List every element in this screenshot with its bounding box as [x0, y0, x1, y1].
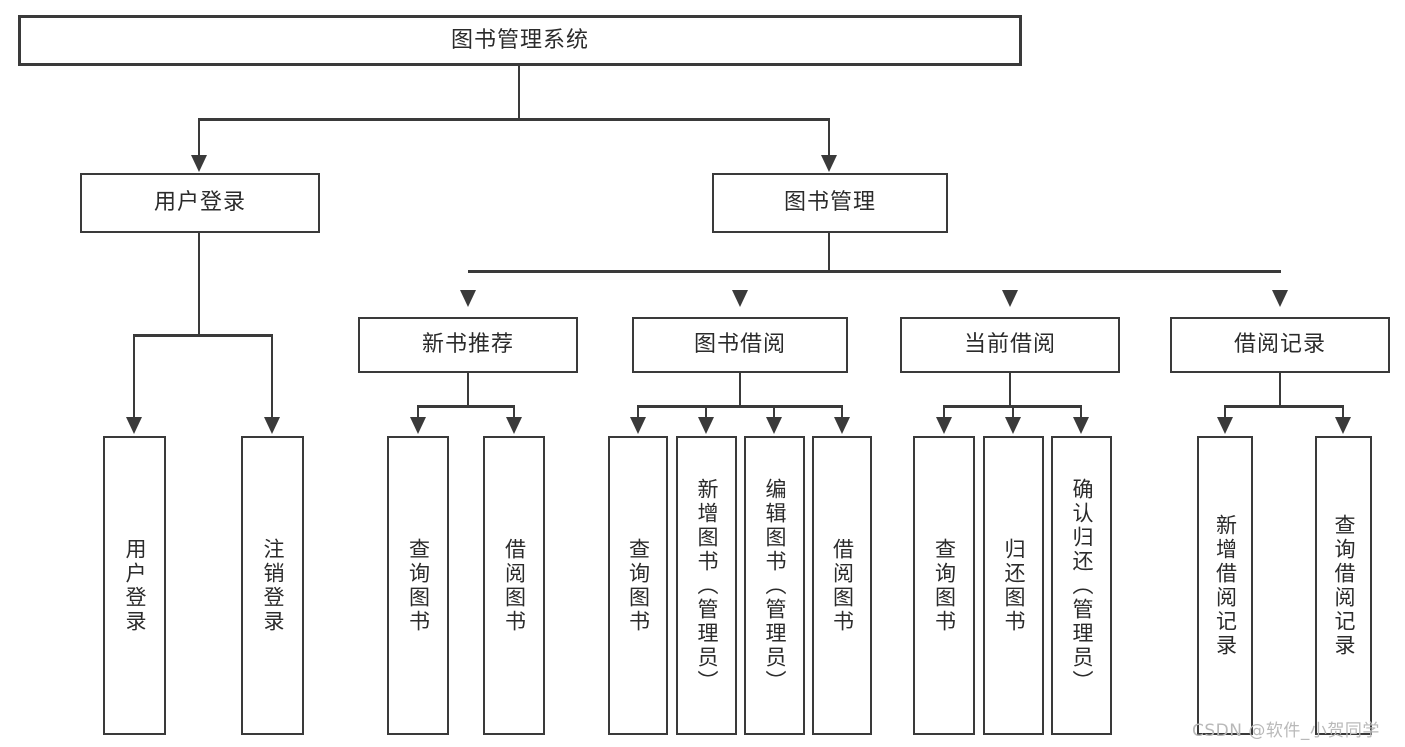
node-leaf-edit-book-admin-label: 编辑图书（管理员）	[763, 477, 787, 694]
connector-new-book-stem	[466, 373, 470, 405]
node-leaf-edit-book-admin[interactable]: 编辑图书（管理员）	[744, 436, 805, 735]
arrow-query-book-2-icon	[630, 417, 646, 434]
node-new-book-recommend-label: 新书推荐	[421, 332, 514, 358]
connector-drop-query-book-1	[416, 405, 420, 419]
node-leaf-borrow-book-1[interactable]: 借阅图书	[483, 436, 545, 735]
arrow-add-book-icon	[698, 417, 714, 434]
arrow-add-record-icon	[1217, 417, 1233, 434]
connector-drop-add-book	[704, 405, 708, 419]
connector-new-book-bus	[418, 405, 515, 408]
node-leaf-user-login-label: 用户登录	[123, 537, 147, 634]
connector-drop-book-manage	[827, 118, 831, 157]
node-root-system-label: 图书管理系统	[450, 27, 589, 53]
connector-current-borrow-bus	[944, 405, 1082, 408]
connector-root-bus	[199, 118, 830, 121]
connector-drop-query-record	[1341, 405, 1345, 419]
arrow-book-manage-icon	[821, 155, 837, 172]
node-book-manage-label: 图书管理	[783, 190, 876, 216]
arrow-current-borrow-icon	[1002, 290, 1018, 307]
node-leaf-confirm-return-admin[interactable]: 确认归还（管理员）	[1051, 436, 1112, 735]
node-leaf-query-borrow-record[interactable]: 查询借阅记录	[1315, 436, 1372, 735]
node-book-manage[interactable]: 图书管理	[712, 173, 948, 233]
arrow-new-book-recommend-icon	[460, 290, 476, 307]
connector-book-borrow-bus	[638, 405, 843, 408]
connector-drop-query-book-3	[942, 405, 946, 419]
connector-book-manage-bus	[468, 270, 1281, 273]
node-leaf-query-book-1-label: 查询图书	[406, 537, 431, 634]
connector-drop-return-book	[1011, 405, 1015, 419]
node-borrow-record[interactable]: 借阅记录	[1170, 317, 1390, 373]
connector-drop-edit-book	[772, 405, 776, 419]
node-leaf-logout-login[interactable]: 注销登录	[241, 436, 304, 735]
node-current-borrow-label: 当前借阅	[963, 332, 1056, 358]
node-leaf-add-borrow-record-label: 新增借阅记录	[1213, 513, 1238, 658]
node-leaf-confirm-return-admin-label: 确认归还（管理员）	[1070, 477, 1094, 694]
connector-user-login-bus	[134, 334, 273, 337]
node-root-system[interactable]: 图书管理系统	[18, 15, 1022, 66]
connector-drop-borrow-book-1	[512, 405, 516, 419]
arrow-user-login-icon	[191, 155, 207, 172]
arrow-book-borrow-icon	[732, 290, 748, 307]
connector-drop-leaf-logout	[270, 334, 274, 419]
connector-drop-borrow-book-2	[840, 405, 844, 419]
connector-book-borrow-stem	[738, 373, 742, 405]
connector-user-login-stem	[197, 233, 201, 334]
connector-drop-user-login	[197, 118, 201, 157]
node-book-borrow-label: 图书借阅	[693, 332, 786, 358]
arrow-borrow-book-1-icon	[506, 417, 522, 434]
arrow-leaf-logout-icon	[264, 417, 280, 434]
node-leaf-query-book-2[interactable]: 查询图书	[608, 436, 668, 735]
node-user-login-label: 用户登录	[153, 190, 246, 216]
arrow-leaf-user-login-icon	[126, 417, 142, 434]
node-borrow-record-label: 借阅记录	[1233, 332, 1326, 358]
connector-current-borrow-stem	[1008, 373, 1012, 405]
node-leaf-query-book-1[interactable]: 查询图书	[387, 436, 449, 735]
connector-book-manage-stem	[827, 233, 831, 270]
arrow-return-book-icon	[1005, 417, 1021, 434]
node-leaf-logout-login-label: 注销登录	[261, 537, 285, 634]
node-user-login[interactable]: 用户登录	[80, 173, 320, 233]
arrow-borrow-book-2-icon	[834, 417, 850, 434]
arrow-query-record-icon	[1335, 417, 1351, 434]
node-leaf-query-book-2-label: 查询图书	[626, 537, 651, 634]
node-leaf-return-book[interactable]: 归还图书	[983, 436, 1044, 735]
arrow-query-book-3-icon	[936, 417, 952, 434]
node-leaf-add-book-admin-label: 新增图书（管理员）	[695, 477, 719, 694]
arrow-edit-book-icon	[766, 417, 782, 434]
node-leaf-user-login[interactable]: 用户登录	[103, 436, 166, 735]
node-leaf-query-book-3[interactable]: 查询图书	[913, 436, 975, 735]
connector-drop-leaf-user-login	[132, 334, 136, 419]
connector-drop-add-record	[1223, 405, 1227, 419]
node-leaf-add-borrow-record[interactable]: 新增借阅记录	[1197, 436, 1253, 735]
connector-root-stem	[517, 66, 521, 118]
arrow-confirm-return-icon	[1073, 417, 1089, 434]
connector-borrow-record-bus	[1225, 405, 1344, 408]
connector-borrow-record-stem	[1278, 373, 1282, 405]
arrow-borrow-record-icon	[1272, 290, 1288, 307]
node-current-borrow[interactable]: 当前借阅	[900, 317, 1120, 373]
node-new-book-recommend[interactable]: 新书推荐	[358, 317, 578, 373]
node-leaf-borrow-book-2[interactable]: 借阅图书	[812, 436, 872, 735]
node-leaf-query-borrow-record-label: 查询借阅记录	[1332, 513, 1356, 658]
node-book-borrow[interactable]: 图书借阅	[632, 317, 848, 373]
connector-drop-query-book-2	[636, 405, 640, 419]
node-leaf-borrow-book-2-label: 借阅图书	[830, 537, 855, 634]
node-leaf-return-book-label: 归还图书	[1002, 537, 1026, 634]
connector-drop-confirm-return	[1079, 405, 1083, 419]
arrow-query-book-1-icon	[410, 417, 426, 434]
node-leaf-query-book-3-label: 查询图书	[932, 537, 957, 634]
node-leaf-borrow-book-1-label: 借阅图书	[502, 537, 527, 634]
node-leaf-add-book-admin[interactable]: 新增图书（管理员）	[676, 436, 737, 735]
watermark: CSDN @软件_小贺同学	[1192, 721, 1380, 741]
